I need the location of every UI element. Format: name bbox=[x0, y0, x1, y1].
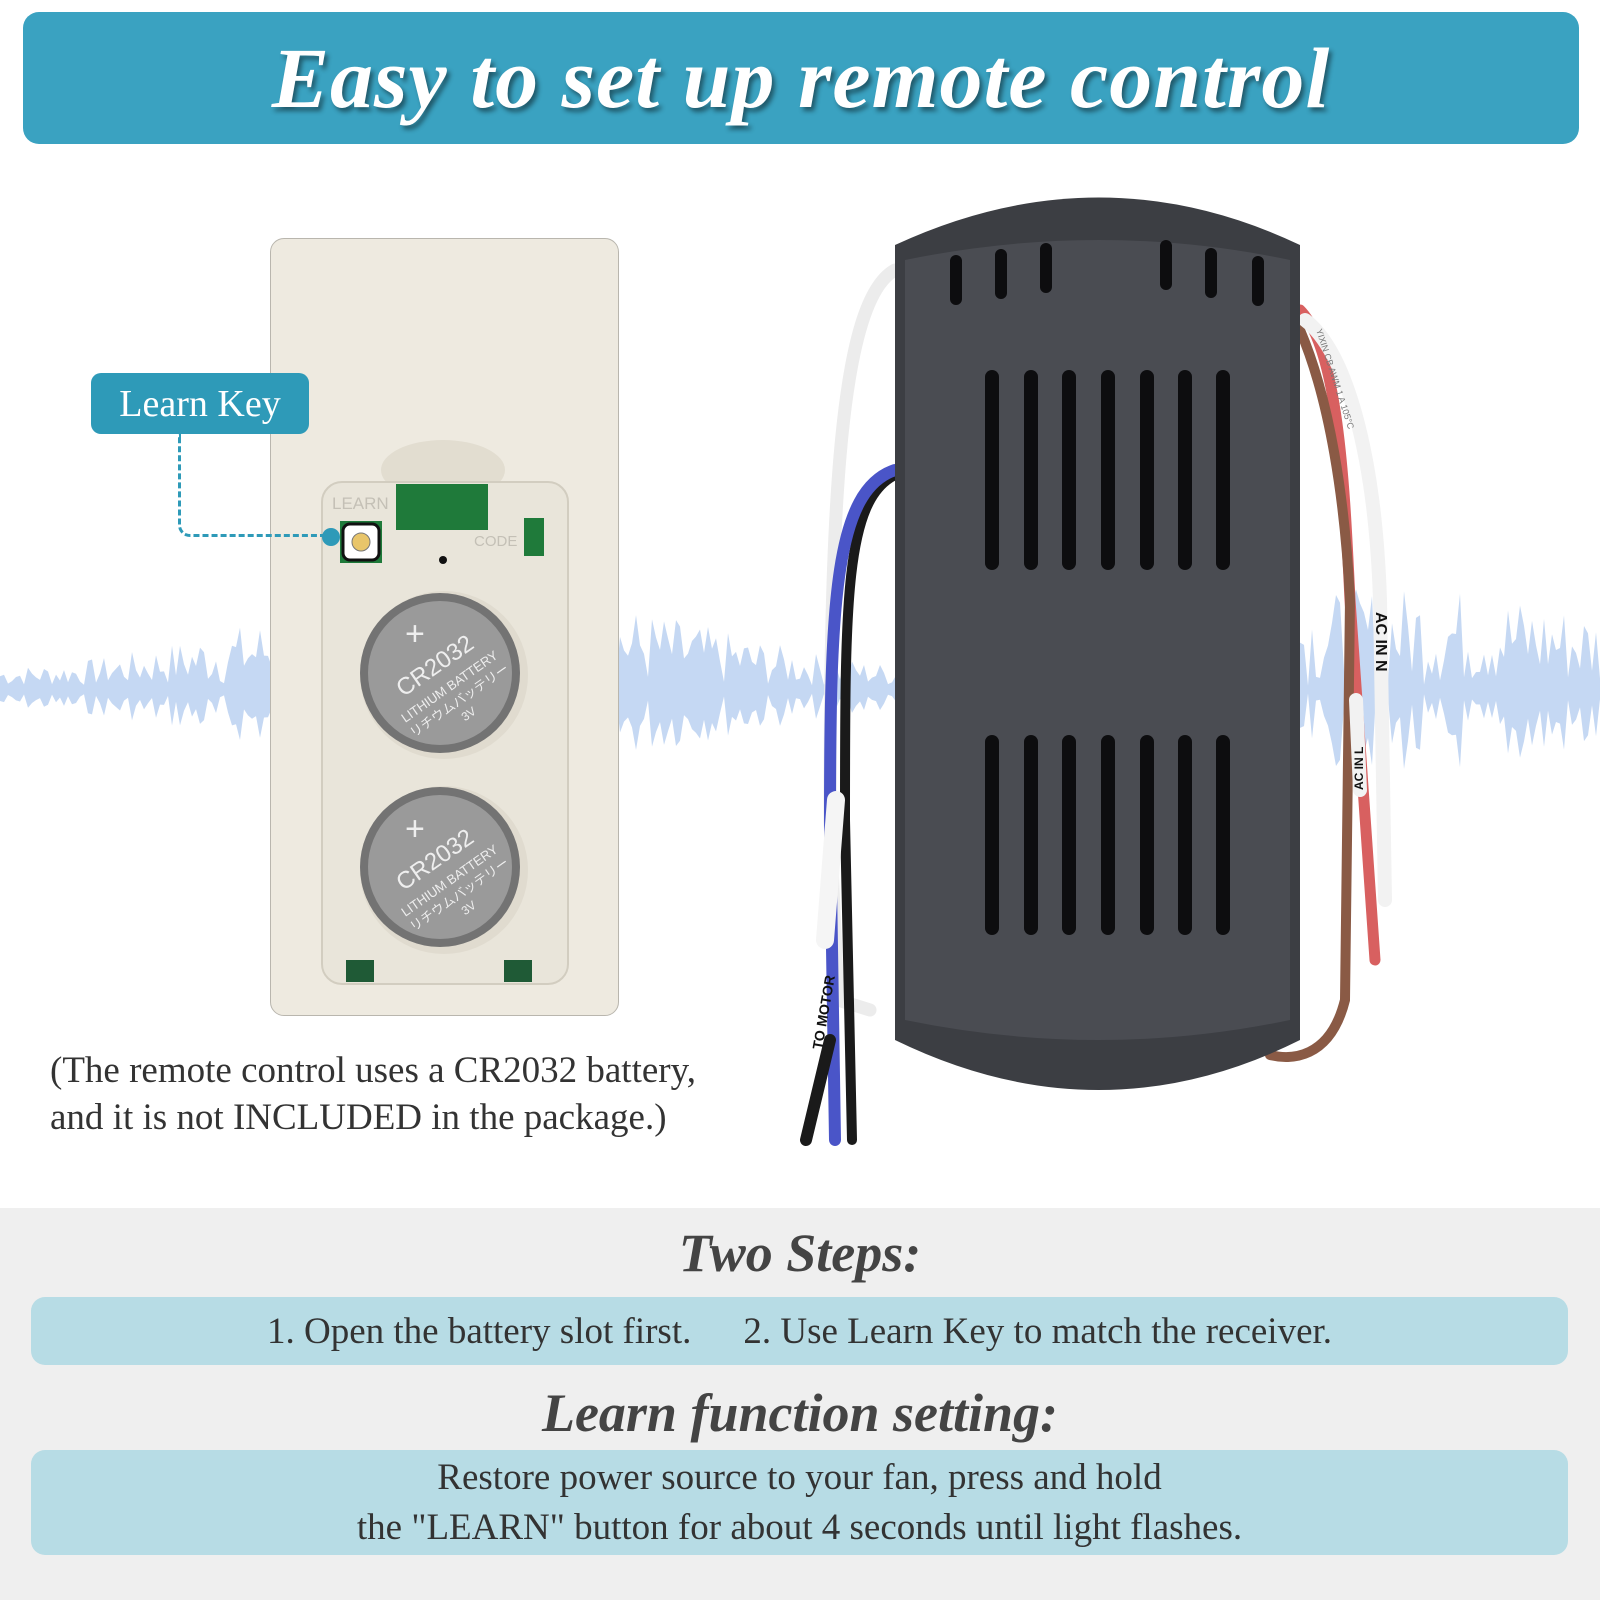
title-banner: Easy to set up remote control bbox=[23, 12, 1579, 144]
battery-note: (The remote control uses a CR2032 batter… bbox=[50, 1050, 696, 1138]
svg-text:3V: 3V bbox=[459, 898, 479, 918]
vent-slot bbox=[1062, 370, 1076, 570]
vent-slot bbox=[1178, 370, 1192, 570]
step-2: 2. Use Learn Key to match the receiver. bbox=[743, 1310, 1333, 1352]
vent-slots bbox=[950, 240, 1264, 935]
vent-slot bbox=[1062, 735, 1076, 935]
vent-slot bbox=[1140, 370, 1154, 570]
code-label: CODE bbox=[474, 533, 517, 550]
vent-slot bbox=[1140, 735, 1154, 935]
two-steps-heading: Two Steps: bbox=[678, 1223, 922, 1283]
vent-slot bbox=[1216, 735, 1230, 935]
indicator-light bbox=[439, 556, 447, 564]
learn-label: LEARN bbox=[332, 494, 389, 513]
battery-top: + CR2032 LITHIUM BATTERY リチウムバッテリー 3V bbox=[360, 591, 528, 759]
svg-text:3V: 3V bbox=[459, 704, 479, 724]
wire-label-ac-in-l: AC IN L bbox=[1352, 747, 1366, 790]
fan-receiver bbox=[895, 197, 1300, 1090]
wire-label-ac-in-n: AC IN N bbox=[1372, 612, 1389, 672]
top-vent-slot bbox=[995, 249, 1007, 299]
step-1: 1. Open the battery slot first. bbox=[266, 1310, 692, 1352]
top-vent-slot bbox=[1252, 256, 1264, 306]
svg-text:+: + bbox=[405, 615, 425, 653]
page-title: Easy to set up remote control bbox=[271, 30, 1331, 126]
svg-text:+: + bbox=[405, 810, 425, 848]
top-vent-slot bbox=[1040, 243, 1052, 293]
receiver-wires: AC IN N AC IN L YIXIN CB AWM 1 A 105°C T… bbox=[800, 263, 1392, 1146]
battery-bottom: + CR2032 LITHIUM BATTERY リチウムバッテリー 3V bbox=[360, 786, 528, 954]
top-vent-slot bbox=[1160, 240, 1172, 290]
vent-slot bbox=[1101, 735, 1115, 935]
learn-key-leader-line bbox=[178, 434, 328, 537]
vent-slot bbox=[1024, 735, 1038, 935]
battery-compartment: LEARN CODE + CR2032 LITHIUM BATTERY リチウム… bbox=[321, 440, 569, 985]
steps-bar: 1. Open the battery slot first. 2. Use L… bbox=[31, 1297, 1568, 1365]
vent-slot bbox=[985, 735, 999, 935]
learn-function-heading: Learn function setting: bbox=[541, 1383, 1059, 1443]
vent-slot bbox=[1024, 370, 1038, 570]
learn-key-pointer-dot bbox=[322, 528, 340, 546]
learn-key-callout: Learn Key bbox=[91, 373, 309, 434]
vent-slot bbox=[1178, 735, 1192, 935]
top-vent-slot bbox=[1205, 248, 1217, 298]
vent-slot bbox=[985, 370, 999, 570]
learn-button[interactable] bbox=[340, 521, 382, 563]
circuit-board bbox=[396, 484, 488, 530]
top-vent-slot bbox=[950, 255, 962, 305]
vent-slot bbox=[1101, 370, 1115, 570]
learn-instructions-bar: Restore power source to your fan, press … bbox=[31, 1450, 1568, 1555]
product-illustration: LEARN CODE + CR2032 LITHIUM BATTERY リチウム… bbox=[321, 197, 1392, 1146]
vent-slot bbox=[1216, 370, 1230, 570]
